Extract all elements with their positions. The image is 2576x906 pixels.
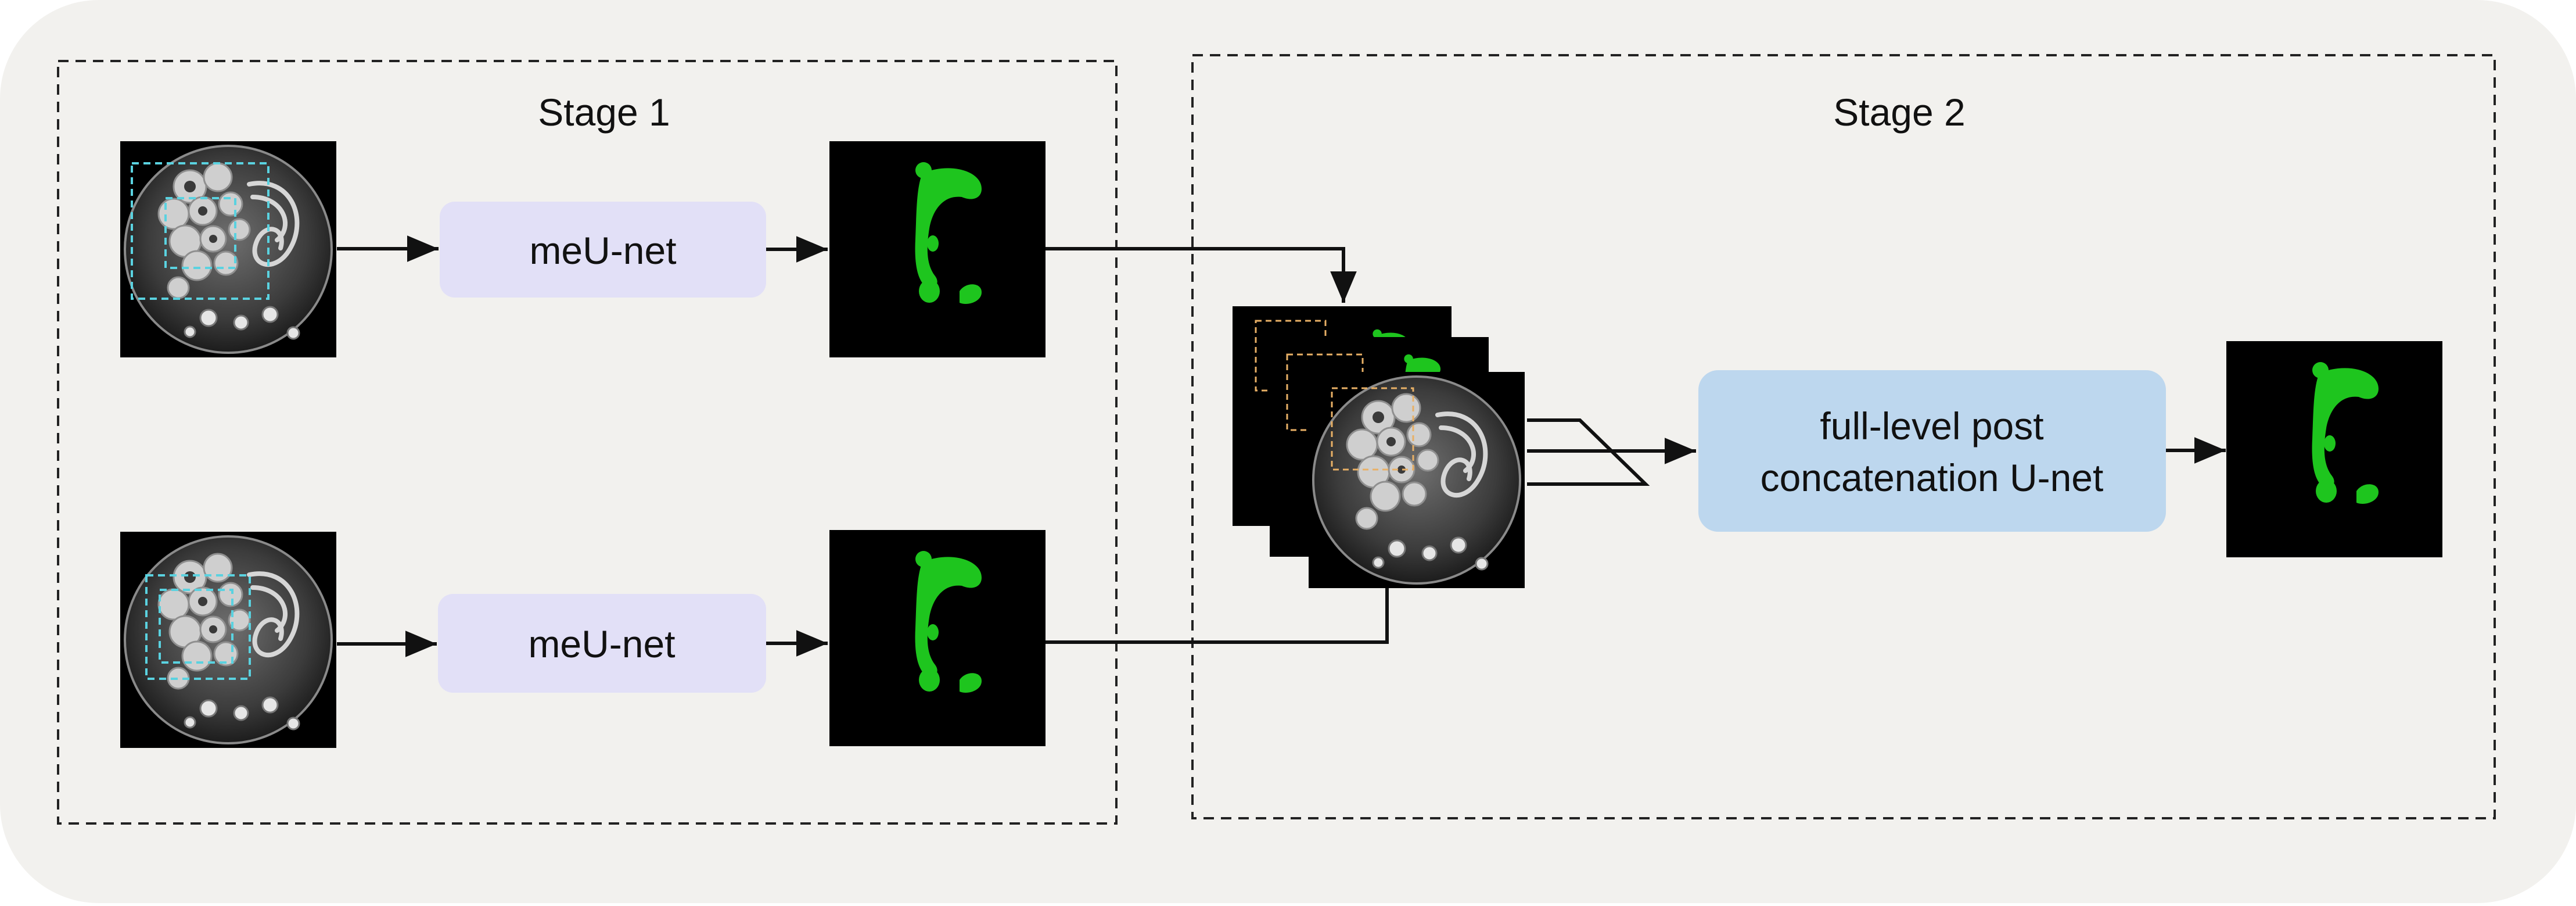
image-stack bbox=[1233, 306, 1525, 588]
meunet-node-top bbox=[440, 202, 766, 298]
meunet-label-bottom: meU-net bbox=[528, 622, 675, 665]
segmentation-mask-image-top bbox=[829, 141, 1046, 357]
stage1-title: Stage 1 bbox=[538, 91, 670, 134]
post-unet-node bbox=[1698, 370, 2166, 532]
connector-bottom-mask-to-stack bbox=[1046, 588, 1389, 644]
stage2-title: Stage 2 bbox=[1833, 91, 1966, 134]
post-unet-label-line1: full-level post bbox=[1820, 404, 2043, 447]
meunet-label-top: meU-net bbox=[529, 229, 676, 272]
segmentation-mask-image-output bbox=[2226, 341, 2442, 557]
ct-slice-image-bottom bbox=[120, 532, 336, 748]
post-unet-label-line2: concatenation U-net bbox=[1761, 456, 2104, 499]
connector-top-mask-to-stack bbox=[1046, 247, 1357, 303]
stage1-container bbox=[57, 60, 1118, 825]
ct-slice-image-top bbox=[120, 141, 336, 357]
segmentation-mask-image-bottom bbox=[829, 530, 1046, 746]
meunet-node-bottom bbox=[438, 594, 766, 693]
stage2-container bbox=[1191, 54, 2496, 819]
